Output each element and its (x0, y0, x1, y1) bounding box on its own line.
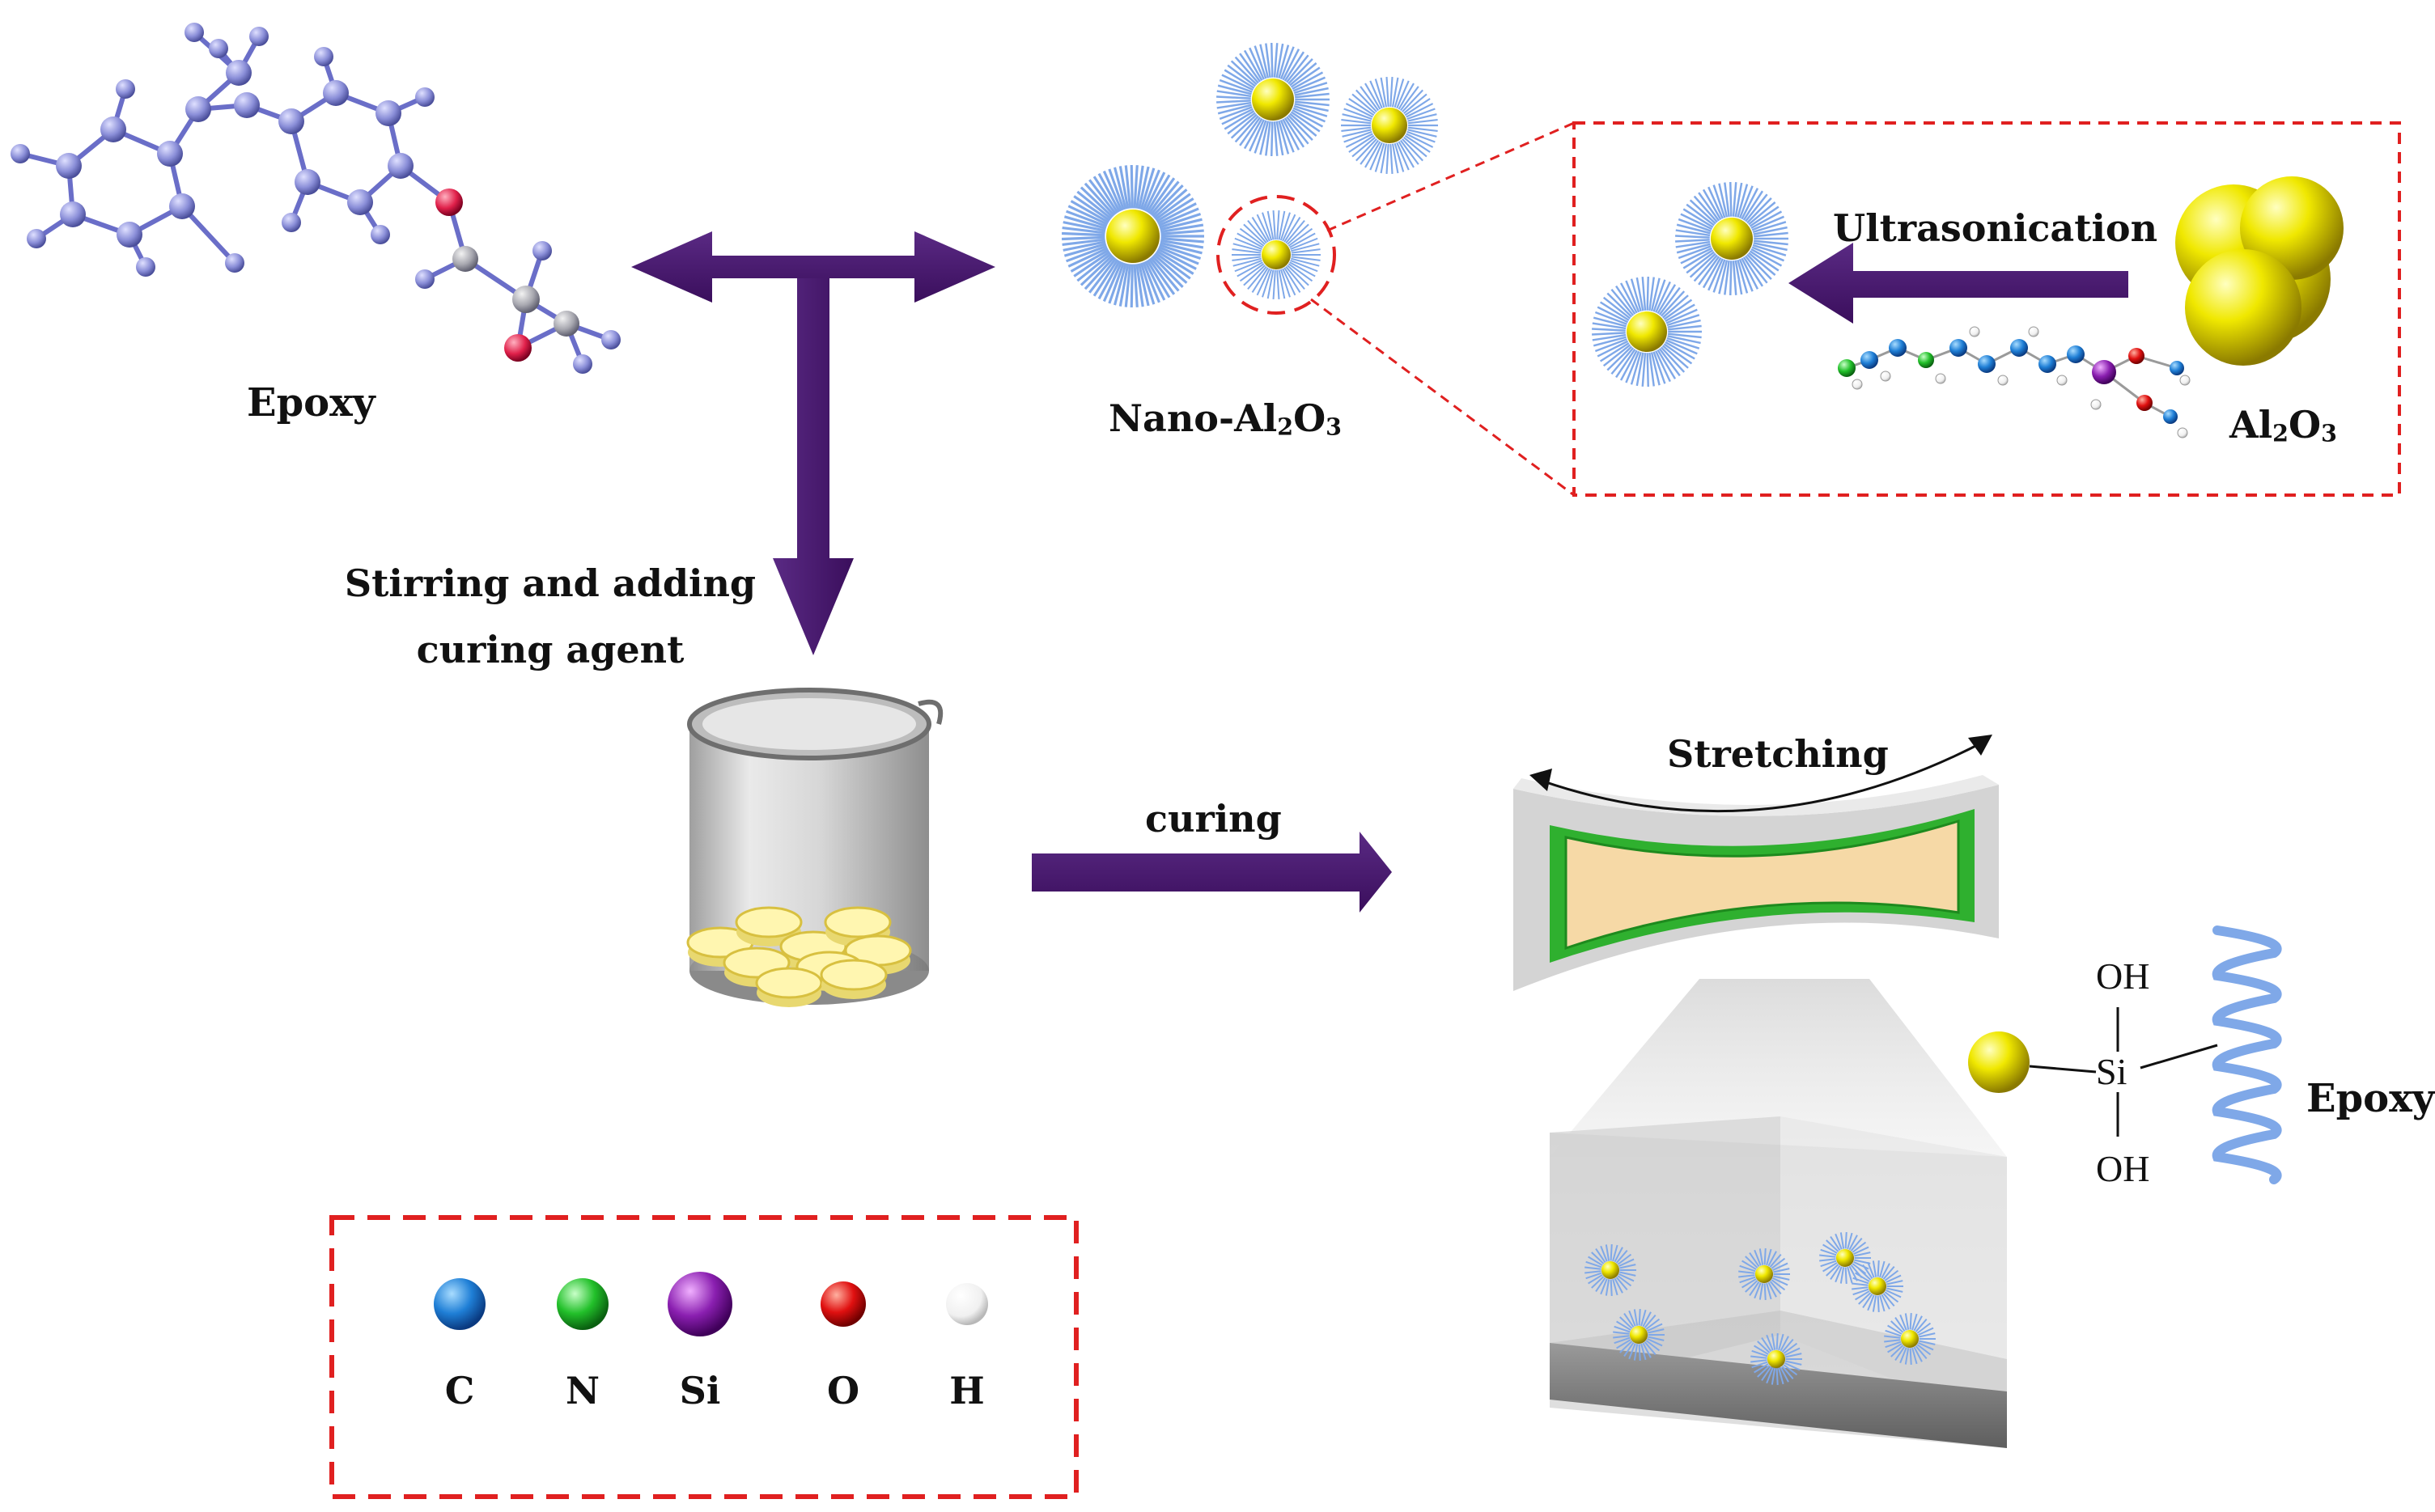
pellet (820, 959, 888, 999)
epoxy-chain-zigzag (2212, 925, 2282, 1184)
al2o3-bulk-cluster (2175, 176, 2344, 366)
stretched-film (1513, 775, 1999, 991)
beaker (686, 688, 944, 1007)
cured-pellets (686, 906, 912, 1007)
legend-atom-c (434, 1278, 486, 1330)
stretching-label: Stretching (1667, 732, 1889, 776)
legend-atoms (434, 1272, 988, 1336)
legend-label-c: C (444, 1369, 475, 1412)
epoxy-right-label: Epoxy (2306, 1076, 2435, 1121)
nano-particle-highlighted (1232, 210, 1321, 299)
dispersed-particle (1852, 1260, 1903, 1313)
nano-al2o3-label: Nano-Al2O3 (1109, 396, 1342, 440)
mixing-t-arrow (631, 231, 995, 655)
stirring-line-2: curing agent (416, 628, 685, 671)
stretching-curve-arrow (1541, 739, 1987, 813)
nano-label-o: O (1293, 396, 1326, 440)
stretching-arrowhead-left (1529, 769, 1552, 791)
composite-cube (1550, 1116, 2007, 1448)
stirring-label: Stirring and adding curing agent (340, 550, 761, 683)
pellet (755, 967, 823, 1007)
si-label: Si (2096, 1051, 2127, 1092)
legend-atom-h (946, 1283, 988, 1325)
legend-label-h: H (949, 1369, 985, 1412)
dispersed-particle (1819, 1231, 1871, 1285)
ultrasonication-box (1572, 121, 2401, 497)
al2o3-label-o: O (2289, 403, 2322, 447)
legend-label-o: O (826, 1369, 860, 1412)
legend-label-n: N (565, 1369, 600, 1412)
curing-label: curing (1145, 797, 1282, 841)
legend-box (329, 1215, 1079, 1499)
dispersed-particle (1613, 1308, 1665, 1362)
highlight-dashed-circle (1216, 195, 1336, 315)
pellet (686, 926, 754, 967)
modified-particle (1592, 276, 1702, 388)
oh-top-label: OH (2096, 955, 2150, 997)
modified-particle (1675, 181, 1788, 296)
t-arrow-vertical (773, 278, 854, 655)
nano-particle (1062, 164, 1204, 308)
dispersed-particle (1750, 1332, 1802, 1386)
dispersed-particle (1884, 1312, 1936, 1366)
stretching-arrowhead-right (1968, 735, 1992, 756)
epoxy-label: Epoxy (247, 380, 375, 426)
dispersed-particles (1584, 1231, 1936, 1386)
nano-particle (1341, 77, 1438, 174)
nano-label-sub2: 2 (1277, 413, 1294, 441)
ultrasonication-label: Ultrasonication (1833, 206, 2158, 250)
nano-label-prefix: Nano-Al (1109, 396, 1278, 440)
curing-arrow (1032, 832, 1392, 913)
stirring-line-1: Stirring and adding (344, 561, 757, 605)
cube-base (1550, 1343, 2007, 1448)
legend-atom-si (668, 1272, 732, 1336)
nano-label-sub3: 3 (1326, 413, 1343, 441)
ultrasonication-arrow (1788, 243, 2128, 324)
legend-atom-o (821, 1281, 866, 1327)
zoom-line-top (1326, 121, 1575, 232)
legend-label-si: Si (679, 1369, 721, 1412)
al2o3-label-al: Al (2229, 403, 2273, 447)
particle-core (1968, 1031, 2030, 1093)
oh-bottom-label: OH (2096, 1148, 2150, 1189)
interface-schematic (1968, 925, 2282, 1184)
legend-atom-n (557, 1278, 609, 1330)
t-arrow-horizontal (631, 231, 995, 303)
epoxy-molecule-model (11, 23, 621, 374)
dispersed-particle (1738, 1247, 1790, 1301)
zoom-projection-cone (1550, 979, 2007, 1157)
dispersed-particle (1584, 1243, 1636, 1297)
nano-particle (1216, 42, 1330, 157)
silane-coupling-chain (1838, 326, 2191, 438)
zoom-line-bottom (1310, 298, 1575, 497)
al2o3-label-sub3: 3 (2321, 419, 2337, 447)
al2o3-label: Al2O3 (2229, 403, 2337, 447)
al2o3-label-sub2: 2 (2272, 419, 2289, 447)
nano-al2o3-particles (1062, 42, 1438, 308)
